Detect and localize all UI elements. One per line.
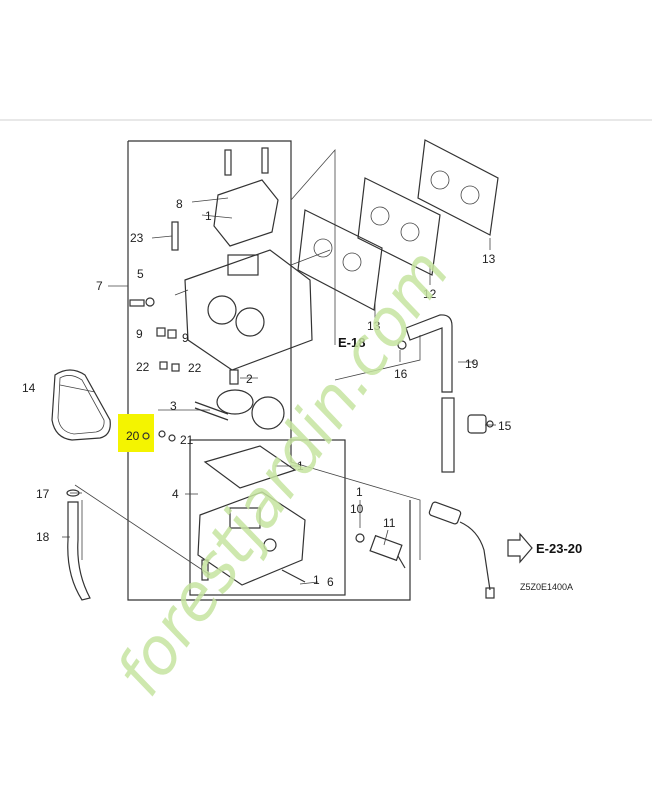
callout-13-bottom: 13: [367, 319, 381, 333]
callout-19: 19: [465, 357, 479, 371]
bowl-screw: [201, 559, 209, 581]
callout-21: 21: [180, 433, 194, 447]
assembly-bracket-4: [189, 439, 346, 596]
solenoid-11: [355, 533, 406, 569]
callout-20: 20: [126, 429, 140, 443]
callout-16: 16: [394, 367, 408, 381]
callout-9-left: 9: [136, 327, 143, 341]
callout-2: 2: [246, 372, 253, 386]
callout-22-left: 22: [136, 360, 150, 374]
callout-14: 14: [22, 381, 36, 395]
tube-18: [66, 489, 91, 601]
ref-arrow-e23: [507, 532, 533, 564]
part-16: [397, 340, 407, 350]
ref-e18: E-18: [338, 335, 365, 350]
callout-1-solenoid: 1: [356, 485, 363, 499]
callout-7: 7: [96, 279, 103, 293]
part-21: [158, 430, 176, 442]
part-3: [194, 389, 285, 430]
top-cover-8: [213, 179, 279, 247]
callout-4: 4: [172, 487, 179, 501]
callout-17: 17: [36, 487, 50, 501]
watermark: forestjardin.com: [102, 237, 464, 710]
part-2: [229, 369, 239, 385]
highlight-part-20: [118, 414, 154, 452]
screw-group-top: [129, 147, 269, 307]
callout-11: 11: [383, 516, 396, 530]
callout-22-right: 22: [188, 361, 202, 375]
callout-12: 12: [423, 287, 437, 301]
callout-1-drain: 1: [313, 573, 320, 587]
bowl-gasket: [203, 445, 297, 489]
callout-5: 5: [137, 267, 144, 281]
ref-e23-20: E-23-20: [536, 541, 582, 556]
callout-13-top: 13: [482, 252, 496, 266]
gasket-13-top: [417, 139, 499, 236]
vent-tube-19: [405, 314, 455, 473]
callout-1-top: 1: [205, 209, 212, 223]
callout-8: 8: [176, 197, 183, 211]
plate-12: [357, 177, 441, 276]
clamp-15: [467, 414, 494, 434]
callout-10: 10: [350, 502, 364, 516]
wire-harness: [428, 501, 495, 599]
assembly-bracket-7: [127, 140, 411, 601]
float-bowl: [197, 491, 306, 586]
callout-9-right: 9: [182, 331, 189, 345]
diagram-code: Z5Z0E1400A: [520, 582, 573, 592]
callout-3: 3: [170, 399, 177, 413]
callout-15: 15: [498, 419, 512, 433]
jets-9-22: [156, 327, 180, 372]
carburetor-body: [174, 249, 313, 371]
callout-labels: 8 1 23 7 5 9 9 22 22 2 3 14 20 21 4 1 17…: [22, 197, 582, 592]
drain-screw-6: [281, 569, 306, 583]
callout-1-gasket: 1: [297, 459, 304, 473]
gasket-13-bottom: [297, 209, 383, 311]
gasket-14: [51, 369, 111, 441]
callout-6: 6: [327, 575, 334, 589]
callout-23: 23: [130, 231, 144, 245]
callout-18: 18: [36, 530, 50, 544]
watermark-text: forestjardin.com: [102, 237, 464, 710]
